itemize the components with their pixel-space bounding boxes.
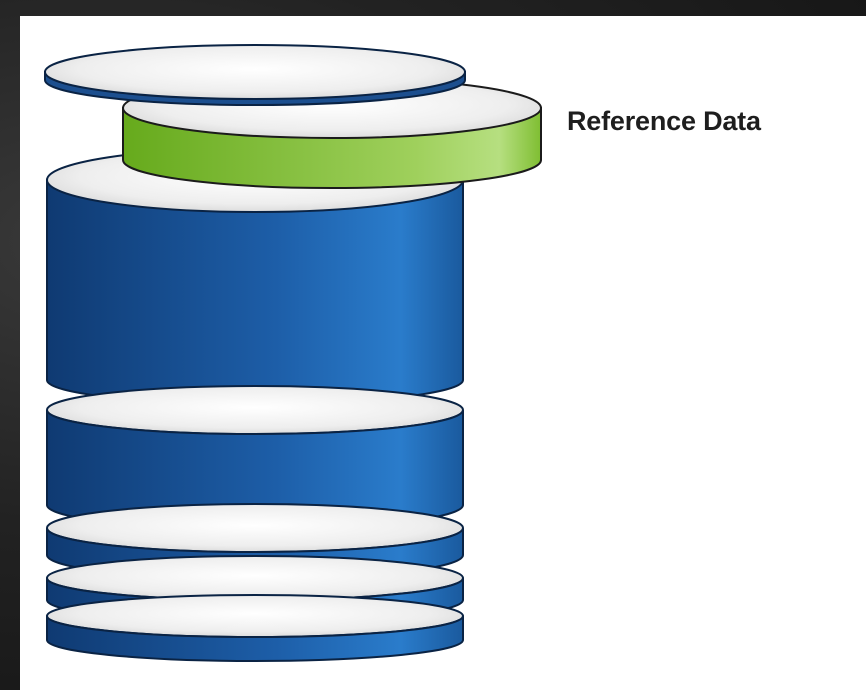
reference-data-label: Reference Data [567,106,761,136]
bottom-cylinder [46,615,464,662]
top-disk [44,44,466,106]
